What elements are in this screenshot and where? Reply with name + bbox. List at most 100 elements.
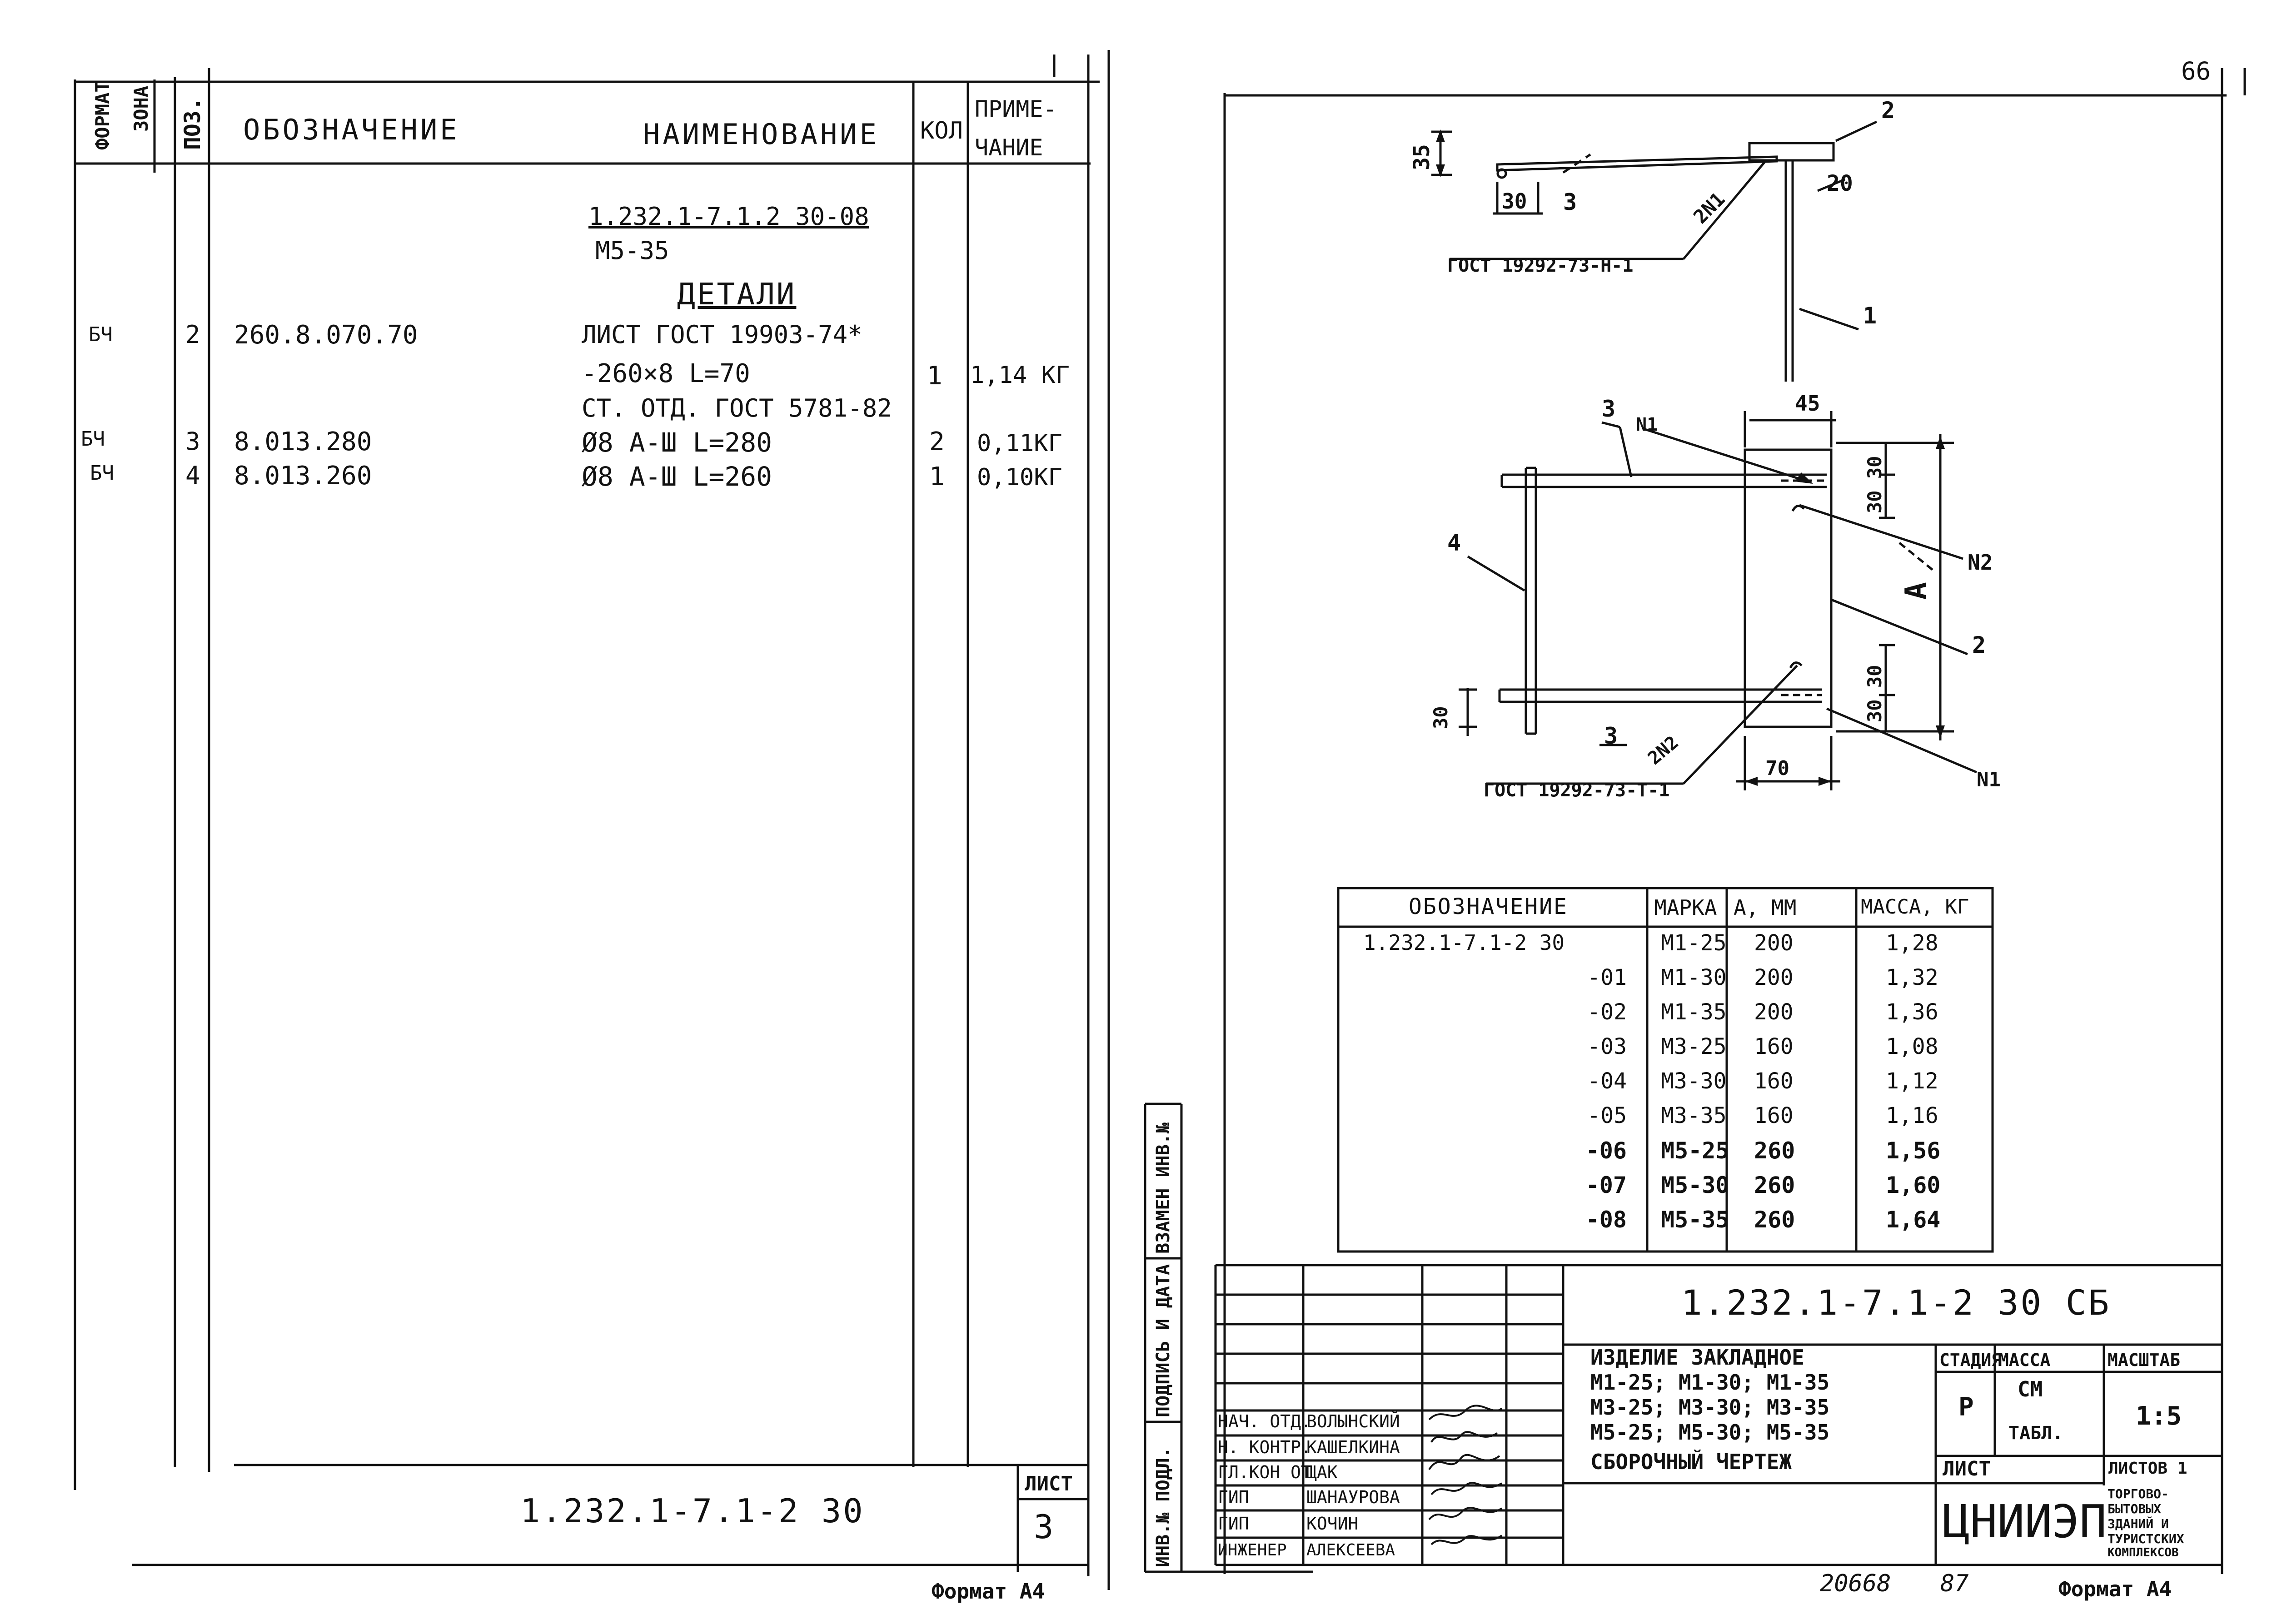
variants-header-a: А, ММ [1734, 895, 1797, 920]
variant-mark: М5-30 [1661, 1172, 1729, 1198]
staff-role: ГИП [1218, 1514, 1249, 1534]
title-line-4: М5-25; М5-30; М5-35 [1590, 1420, 1830, 1445]
top-gost: ГОСТ 19292-73-Н-1 [1447, 255, 1634, 276]
variant-mark: М1-25 [1661, 930, 1727, 956]
org-note-5: КОМПЛЕКСОВ [2108, 1546, 2179, 1559]
variant-mass: 1,16 [1886, 1103, 1938, 1128]
row-quantity: 2 [929, 427, 945, 457]
variant-mark: М1-35 [1661, 999, 1727, 1025]
staff-name: ШАНАУРОВА [1306, 1487, 1400, 1507]
note-header-line2: ЧАНИЕ [975, 134, 1043, 161]
variant-mark: М3-30 [1661, 1068, 1727, 1094]
variant-mass: 1,08 [1886, 1034, 1938, 1059]
staff-role: ИНЖЕНЕР [1218, 1541, 1287, 1559]
organization-name: ЦНИИЭП [1943, 1495, 2107, 1548]
variant-designation: -02 [1587, 999, 1627, 1025]
title-line-1: ИЗДЕЛИЕ ЗАКЛАДНОЕ [1590, 1345, 1804, 1370]
variant-a: 200 [1754, 965, 1794, 990]
signatures [1428, 1405, 1503, 1545]
variant-mark: М1-30 [1661, 965, 1727, 990]
staff-role: ГЛ.КОН ОТ [1218, 1462, 1311, 1482]
variant-mass: 1,28 [1886, 930, 1938, 956]
row-designation: 260.8.070.70 [234, 320, 418, 350]
dim-a: А [1899, 582, 1933, 600]
title-block-code: 1.232.1-7.1-2 30 СБ [1681, 1282, 2111, 1323]
variant-a: 260 [1754, 1172, 1795, 1198]
page-number: 66 [2181, 57, 2211, 85]
dim-30-left: 30 [1430, 706, 1452, 729]
archive-sheet: 87 [1940, 1570, 1969, 1597]
variant-designation: -06 [1585, 1137, 1627, 1164]
title-line-2: М1-25; М1-30; М1-35 [1590, 1370, 1830, 1395]
row-designation: 8.013.280 [234, 427, 372, 457]
mass-value-1: СМ [2018, 1377, 2043, 1401]
title-line-3: М3-25; М3-30; М3-35 [1590, 1395, 1830, 1420]
side-label-inventory: ИНВ.№ ПОДЛ. [1153, 1447, 1174, 1567]
org-note-4: ТУРИСТСКИХ [2108, 1531, 2184, 1546]
row-note: 0,10КГ [977, 464, 1062, 491]
staff-name: АЛЕКСЕЕВА [1306, 1541, 1395, 1559]
row-quantity: 1 [927, 361, 942, 391]
staff-name: КОЧИН [1306, 1514, 1359, 1534]
weld-n1-top: N1 [1636, 414, 1658, 435]
row-name: СТ. ОТД. ГОСТ 5781-82 [582, 394, 892, 422]
dim-30-30-bottom: 30 30 [1863, 665, 1886, 722]
row-note: 1,14 КГ [970, 362, 1070, 389]
row-position: 4 [185, 461, 200, 490]
row-position: 2 [185, 320, 200, 349]
staff-name: КАШЕЛКИНА [1306, 1437, 1400, 1457]
front-pos-3-top: 3 [1602, 396, 1616, 422]
front-pos-4: 4 [1447, 530, 1461, 556]
staff-name: ЩАК [1306, 1462, 1338, 1482]
side-label-replacement: ВЗАМЕН ИНВ.№ [1153, 1122, 1174, 1254]
section-title: ДЕТАЛИ [677, 277, 797, 312]
row-name: Ø8 А-Ш L=280 [582, 427, 772, 458]
variant-a: 200 [1754, 999, 1794, 1025]
name-header: НАИМЕНОВАНИЕ [643, 118, 879, 151]
dim-20: 20 [1827, 171, 1853, 196]
variant-designation: -07 [1585, 1172, 1627, 1198]
doc-reference: 1.232.1-7.1.2 30-08 [588, 202, 869, 231]
row-quantity: 1 [929, 462, 945, 492]
row-note: 0,11КГ [977, 430, 1062, 457]
stage-label: СТАДИЯ [1939, 1350, 2002, 1370]
staff-role: ГИП [1218, 1487, 1249, 1507]
variant-a: 160 [1754, 1068, 1794, 1094]
variant-mark: М5-35 [1661, 1207, 1729, 1233]
row-name: Ø8 А-Ш L=260 [582, 461, 772, 492]
variants-header-mark: МАРКА [1654, 895, 1717, 920]
variant-a: 160 [1754, 1034, 1794, 1059]
dim-70: 70 [1765, 757, 1789, 780]
top-pos-2: 2 [1881, 97, 1895, 124]
mass-value-2: ТАБЛ. [2008, 1423, 2063, 1444]
org-note-2: БЫТОВЫХ [2108, 1501, 2162, 1516]
row-position: 3 [185, 427, 200, 456]
top-pos-1: 1 [1863, 303, 1877, 329]
sheet-label: ЛИСТ [1025, 1472, 1073, 1495]
variant-mass: 1,56 [1886, 1137, 1941, 1164]
variants-header-mass: МАССА, КГ [1861, 895, 1969, 919]
dim-30-30-top: 30 30 [1863, 456, 1886, 513]
format-label-left: Формат А4 [932, 1579, 1045, 1604]
doc-mark: М5-35 [595, 236, 669, 265]
row-designation: 8.013.260 [234, 461, 372, 491]
variant-designation: -01 [1587, 965, 1627, 990]
front-pos-3-bottom: 3 [1604, 723, 1618, 749]
org-note-3: ЗДАНИЙ И [2108, 1516, 2169, 1531]
note-header-line1: ПРИМЕ- [975, 96, 1057, 122]
format-header: ФОРМАТ [91, 81, 114, 150]
variant-mass: 1,12 [1886, 1068, 1938, 1094]
quantity-header: КОЛ [920, 117, 963, 144]
mass-label: МАССА [1998, 1350, 2051, 1370]
variant-designation: -04 [1587, 1068, 1627, 1094]
staff-name: ВОЛЫНСКИЙ [1306, 1411, 1400, 1431]
variant-mark: М5-25 [1661, 1137, 1729, 1164]
scale-label: МАСШТАБ [2108, 1350, 2181, 1370]
scale-value: 1:5 [2136, 1401, 2182, 1431]
designation-header: ОБОЗНАЧЕНИЕ [243, 113, 460, 146]
sheets-label: ЛИСТОВ 1 [2108, 1459, 2187, 1478]
sheet-number: 3 [1034, 1508, 1054, 1546]
format-label-right: Формат А4 [2058, 1577, 2172, 1601]
